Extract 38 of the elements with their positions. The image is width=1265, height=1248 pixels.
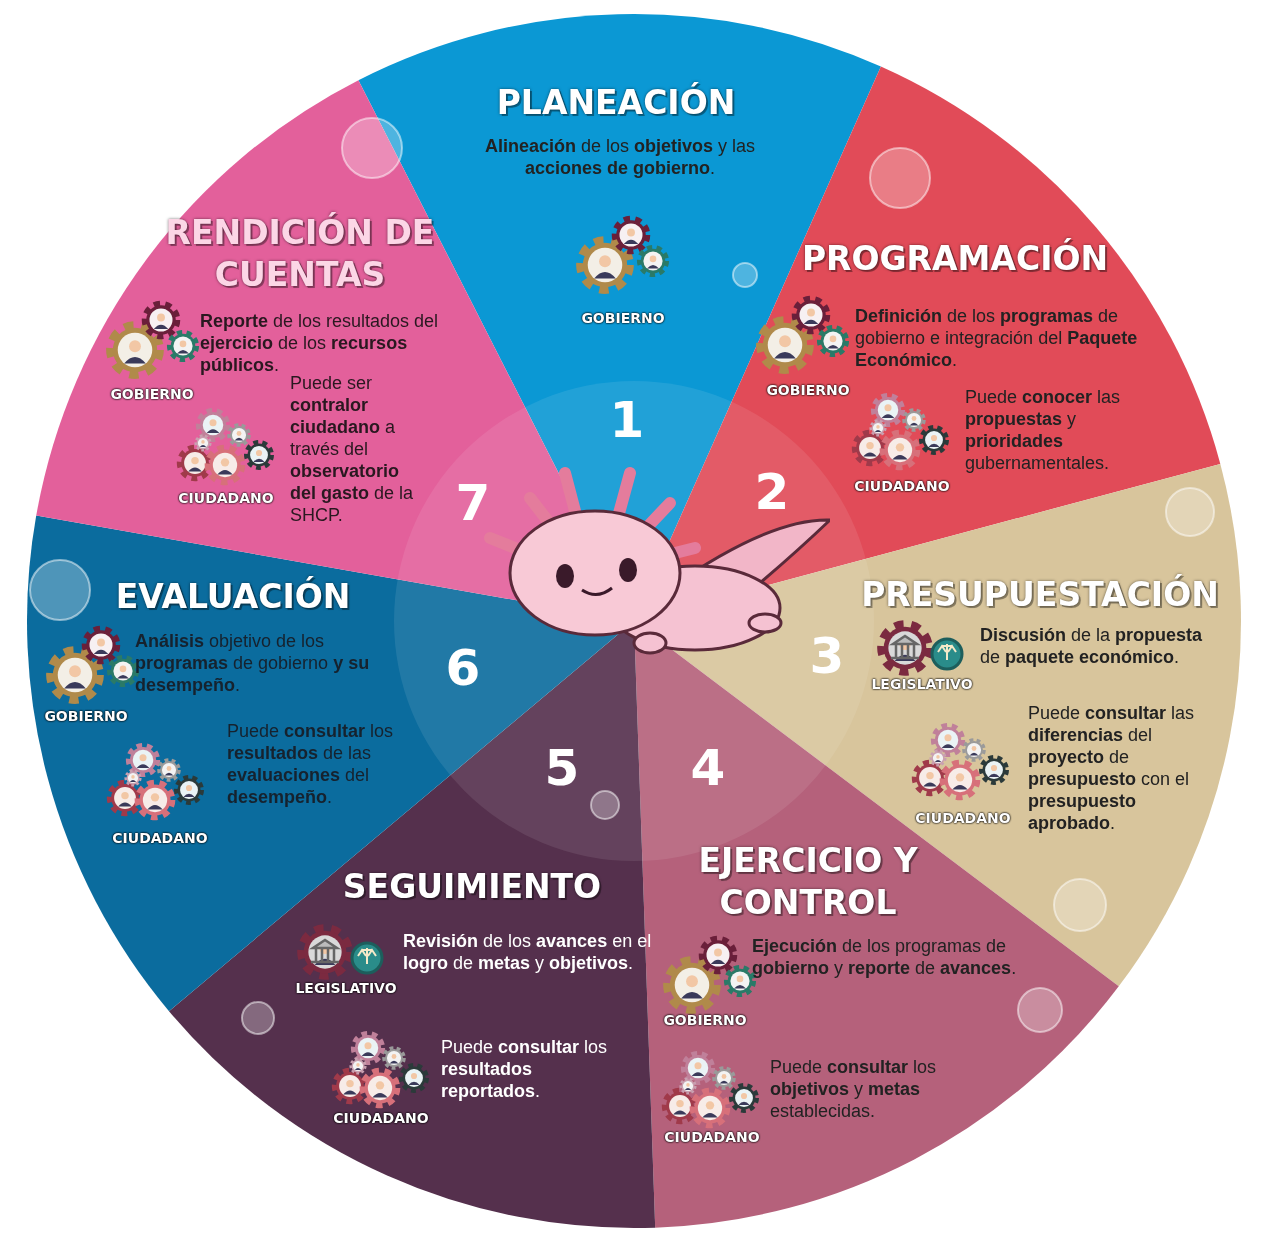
stage-title: RENDICIÓN DE CUENTAS <box>164 212 436 296</box>
role-label: CIUDADANO <box>854 478 950 494</box>
role-label: GOBIERNO <box>766 382 850 398</box>
role-label: GOBIERNO <box>44 708 128 724</box>
stage-title: PROGRAMACIÓN <box>801 238 1109 280</box>
stage-number: 7 <box>455 475 491 531</box>
stage-number: 5 <box>544 740 580 796</box>
stage-number: 2 <box>754 464 790 520</box>
role-label: GOBIERNO <box>663 1012 747 1028</box>
description-text: Puede consultar los objetivos y metas establecidas. <box>770 1056 938 1122</box>
stage-title: SEGUIMIENTO <box>342 866 602 908</box>
role-label: LEGISLATIVO <box>871 676 973 692</box>
description-text: Ejecución de los programas de gobierno y reporte de avances. <box>752 935 1018 979</box>
description-text: Definición de los programas de gobierno e integración del Paquete Económico. <box>855 305 1139 371</box>
description-text: Análisis objetivo de los programas de gobierno y su desempeño. <box>135 630 370 696</box>
description-text: Puede consultar las diferencias del proyecto de presupuesto con el presupuesto aprobado. <box>1028 702 1196 834</box>
stage-title: EJERCICIO Y CONTROL <box>697 840 919 924</box>
stage-title: PLANEACIÓN <box>496 82 736 124</box>
stage-number: 3 <box>809 628 845 684</box>
role-label: CIUDADANO <box>664 1129 760 1145</box>
stage-title: EVALUACIÓN <box>115 576 351 618</box>
description-text: Revisión de los avances en el logro de metas y objetivos. <box>403 930 653 974</box>
description-text: Discusión de la propuesta de paquete económico. <box>980 624 1204 668</box>
stage-number: 4 <box>690 740 726 796</box>
role-label: CIUDADANO <box>112 830 208 846</box>
role-label: CIUDADANO <box>915 810 1011 826</box>
description-text: Puede conocer las propuestas y prioridades gubernamentales. <box>965 386 1122 474</box>
stage-number: 6 <box>445 640 481 696</box>
description-text: Puede consultar los resultados de las evaluaciones del desempeño. <box>227 720 395 808</box>
description-text: Alineación de los objetivos y las acciones de gobierno. <box>483 135 757 179</box>
stage-number: 1 <box>609 392 645 448</box>
role-label: GOBIERNO <box>110 386 194 402</box>
role-label: GOBIERNO <box>581 310 665 326</box>
role-label: LEGISLATIVO <box>295 980 397 996</box>
description-text: Puede consultar los resultados reportados. <box>441 1036 609 1102</box>
role-label: CIUDADANO <box>178 490 274 506</box>
stage-title: PRESUPUESTACIÓN <box>861 574 1219 616</box>
role-label: CIUDADANO <box>333 1110 429 1126</box>
